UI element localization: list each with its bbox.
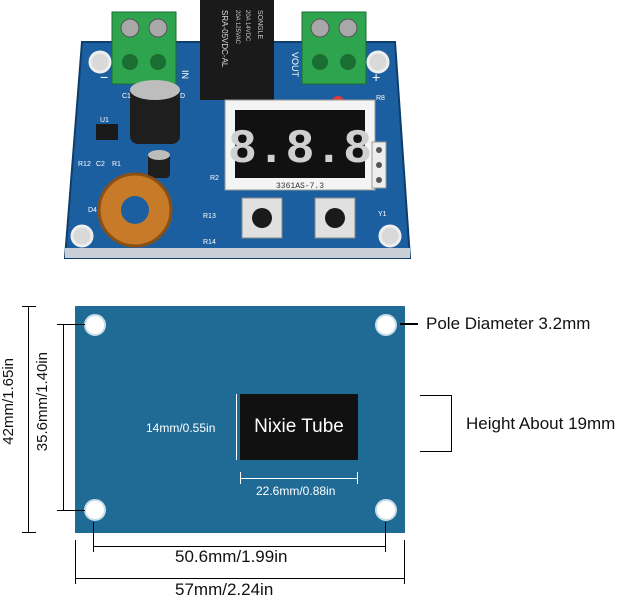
tube-height-line [236, 394, 237, 460]
hole-span-h-label: 50.6mm/1.99in [175, 547, 288, 566]
mount-hole-tl [88, 50, 112, 74]
pole-leader-line [400, 323, 418, 325]
height-bracket-vertical [451, 395, 452, 452]
hole-span-v-tick-bottom [57, 510, 85, 511]
label-minus-in: − [100, 69, 108, 85]
capacitor-small [148, 150, 170, 178]
mount-hole-tr [366, 50, 390, 74]
hole-span-v-line [63, 324, 64, 510]
input-terminal [111, 11, 177, 85]
relay-model: SRA-05VDC-AL [220, 10, 229, 68]
silk-r14: R14 [203, 239, 216, 246]
button-right [314, 197, 356, 239]
nixie-tube-label: Nixie Tube [254, 416, 344, 437]
hole-span-h-tick-left [93, 522, 94, 552]
label-plus-out: + [372, 69, 380, 85]
board-width-tick-left [75, 540, 76, 584]
silk-c2: C2 [96, 161, 105, 168]
silk-d: D [180, 93, 185, 100]
hole-span-v-label: 35.6mm/1.40in [34, 352, 51, 452]
label-out: VOUT [290, 52, 300, 78]
height-bracket-bottom [420, 451, 452, 452]
capacitor-large [130, 80, 180, 144]
hole-span-h-tick-right [385, 522, 386, 552]
label-in: IN [180, 70, 190, 79]
silk-r1: R1 [112, 161, 121, 168]
chip-u1 [96, 124, 118, 140]
relay-rating-1: 20A 14VDC [244, 10, 250, 42]
silk-r8: R8 [376, 95, 385, 102]
button-left [241, 197, 283, 239]
seven-segment-display: 8.8.8 3361AS-7.3 [224, 99, 376, 191]
silk-r2: R2 [210, 175, 219, 182]
silk-r13: R13 [203, 213, 216, 220]
nixie-tube: Nixie Tube [240, 394, 358, 460]
board-height-label: 42mm/1.65in [0, 358, 17, 445]
tube-width-line [240, 478, 358, 479]
board-width-label: 57mm/2.24in [175, 580, 274, 599]
inductor-coil [97, 172, 173, 248]
pin-header [371, 141, 387, 189]
hole-span-v-tick-top [57, 324, 85, 325]
pole-hole-tr [375, 314, 397, 336]
tube-width-tick-right [357, 472, 358, 484]
module-photo: IN VOUT + − SONGLE 20A 14VDC 20A 125VAC … [60, 0, 420, 262]
relay: SONGLE 20A 14VDC 20A 125VAC SRA-05VDC-AL [200, 0, 274, 100]
silk-r12: R12 [78, 161, 91, 168]
pole-hole-br [375, 499, 397, 521]
height-label: Height About 19mm [466, 414, 616, 433]
silk-u1: U1 [100, 117, 109, 124]
relay-rating-2: 20A 125VAC [234, 10, 240, 45]
pole-diameter-label: Pole Diameter 3.2mm [426, 314, 591, 333]
silk-c1: C1 [122, 93, 131, 100]
board-width-tick-right [404, 540, 405, 584]
pole-hole-bl [84, 499, 106, 521]
hole-span-h-line [93, 546, 386, 547]
pole-hole-tl [84, 314, 106, 336]
module-photo-svg: IN VOUT + − SONGLE 20A 14VDC 20A 125VAC … [63, 0, 412, 259]
silk-y1: Y1 [378, 211, 387, 218]
board-height-tick-bottom [22, 532, 36, 533]
tube-height-label: 14mm/0.55in [146, 421, 216, 435]
board-height-line [28, 306, 29, 533]
display-part-number: 3361AS-7.3 [276, 182, 324, 191]
board-width-line [75, 578, 405, 579]
relay-brand: SONGLE [256, 10, 263, 40]
mount-hole-bl [70, 224, 94, 248]
tube-width-tick-left [240, 472, 241, 484]
board-height-tick-top [22, 306, 36, 307]
mount-hole-br [378, 224, 402, 248]
output-terminal [301, 11, 367, 85]
display-digits: 8.8.8 [228, 123, 372, 177]
tube-width-label: 22.6mm/0.88in [256, 484, 336, 498]
silk-d4: D4 [88, 207, 97, 214]
height-bracket-top [420, 395, 452, 396]
silkscreen-labels: R8 U1 R12 C2 R1 R2 D4 R13 R14 Y1 C1 D [78, 93, 387, 246]
